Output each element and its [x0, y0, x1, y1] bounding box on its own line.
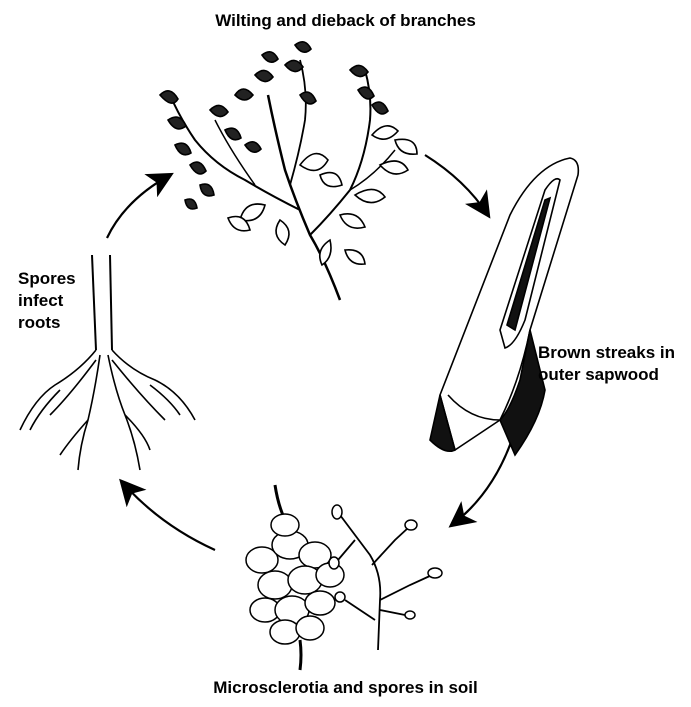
stage-label-wilting: Wilting and dieback of branches — [0, 10, 691, 32]
stage-label-spores-infect-roots: Spores infect roots — [18, 268, 76, 334]
wilting-branch-illustration — [160, 42, 417, 300]
arrow-top-to-right — [425, 155, 488, 215]
stage-label-microsclerotia: Microsclerotia and spores in soil — [0, 677, 691, 699]
stage-label-brown-streaks: Brown streaks in outer sapwood — [538, 342, 675, 386]
arrow-left-to-top — [107, 175, 170, 238]
arrow-bottom-to-left — [122, 482, 215, 550]
stage-label-spores-line-2: infect — [18, 290, 76, 312]
stage-label-brown-streaks-line-1: Brown streaks in — [538, 342, 675, 364]
stem-section-illustration — [430, 158, 578, 455]
microsclerotia-illustration — [246, 485, 442, 670]
stage-label-spores-line-3: roots — [18, 312, 76, 334]
stage-label-spores-line-1: Spores — [18, 268, 76, 290]
stage-label-brown-streaks-line-2: outer sapwood — [538, 364, 675, 386]
